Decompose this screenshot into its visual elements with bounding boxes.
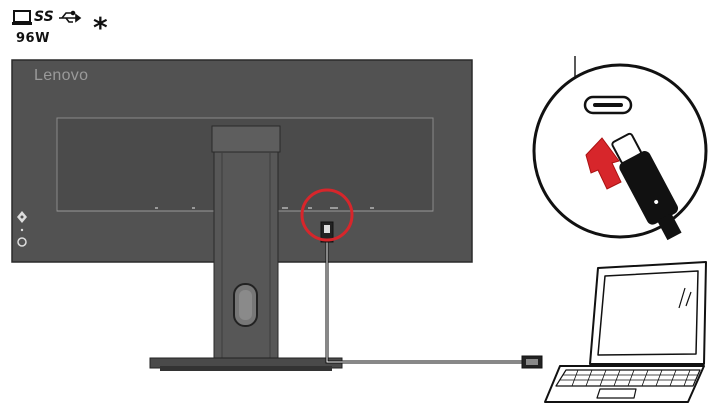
footnote-mark: *	[93, 11, 108, 44]
power-button-icon	[17, 237, 27, 247]
superspeed-label: SS	[34, 9, 54, 25]
up-arrow-icon	[585, 137, 622, 190]
joystick-icon	[17, 211, 27, 223]
usb-legend-icons	[12, 10, 82, 25]
monitor	[11, 59, 473, 371]
usb-c-plug-icon	[611, 132, 682, 241]
usb-trident-icon	[59, 10, 82, 23]
laptop-touchpad	[596, 388, 637, 399]
indicator-dot	[20, 228, 24, 232]
brand-logo: Lenovo	[34, 67, 89, 84]
laptop-icon	[12, 10, 32, 25]
stand-hinge	[211, 125, 281, 153]
monitor-port-row	[155, 207, 374, 209]
laptop	[544, 261, 707, 403]
port-callout	[532, 56, 708, 241]
port-highlight-circle	[300, 188, 354, 242]
power-delivery-label: 96W	[16, 31, 50, 46]
usb-c-cable	[320, 221, 543, 369]
stand-neck	[213, 127, 279, 369]
laptop-keyboard	[555, 369, 701, 387]
